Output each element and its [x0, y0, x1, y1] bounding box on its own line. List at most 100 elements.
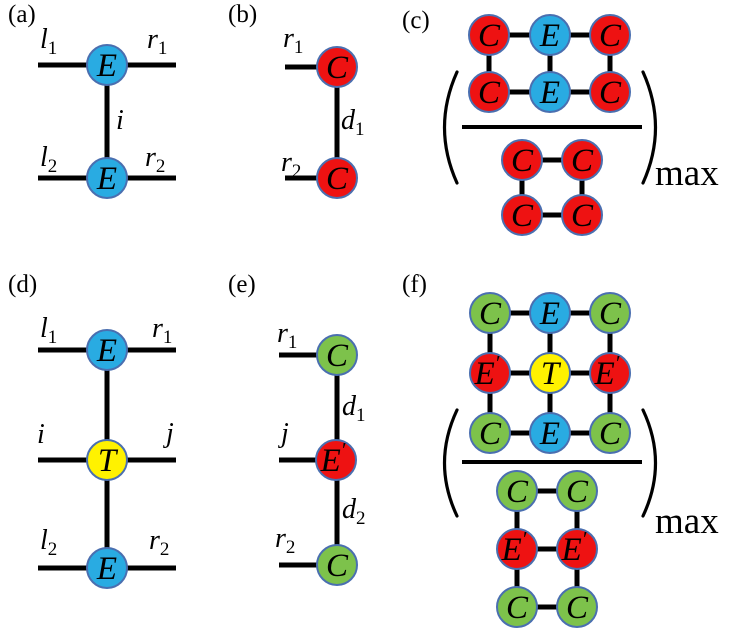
label-subscript: 1 [158, 38, 168, 59]
node-letter: T [541, 356, 562, 392]
node-letter-main: E [320, 443, 341, 479]
node-c-E-num-top [529, 14, 571, 56]
prime-mark: ′ [495, 351, 500, 375]
label-main: r [147, 24, 158, 55]
label-e-d1: d1 [342, 391, 366, 426]
node-letter: E′ [320, 438, 346, 479]
label-main: r [281, 147, 292, 178]
node-f-E-num-bottom [529, 412, 571, 454]
max-subscript: max [655, 501, 719, 542]
node-letter: C [326, 338, 349, 374]
node-letter: C [571, 198, 594, 234]
label-subscript: 1 [163, 327, 173, 348]
panel-b-label: (b) [228, 1, 257, 28]
label-subscript: 2 [356, 508, 366, 529]
node-b-C-bottom [316, 157, 358, 199]
label-d-l2: l2 [40, 525, 57, 560]
node-letter: C [599, 18, 622, 54]
paren-left-icon [443, 408, 459, 518]
node-letter: E′ [501, 527, 527, 568]
node-letter: E′ [594, 351, 620, 392]
node-f-Eprime-den-right [556, 528, 598, 570]
node-letter: E [539, 416, 560, 452]
node-letter: C [478, 75, 501, 111]
label-d-i: i [37, 419, 45, 450]
panel-a-label: (a) [8, 1, 36, 28]
label-e-j: j [278, 418, 289, 449]
label-b-r2: r2 [281, 147, 301, 182]
node-letter: C [506, 474, 529, 510]
node-c-C-den-tl [501, 139, 543, 181]
prime-mark: ′ [341, 438, 346, 462]
panel-e-label: (e) [228, 271, 256, 298]
node-letter: C [479, 416, 502, 452]
label-main: l [40, 142, 48, 173]
node-letter: C [566, 590, 589, 626]
node-f-C-num-tl [469, 292, 511, 334]
label-main: d [342, 391, 357, 422]
prime-mark: ′ [582, 527, 587, 551]
node-f-C-den-tl [496, 470, 538, 512]
node-letter: E [539, 18, 560, 54]
node-letter: C [326, 548, 349, 584]
node-letter: C [478, 18, 501, 54]
node-letter: C [479, 296, 502, 332]
label-subscript: 1 [48, 327, 58, 348]
node-letter: C [511, 198, 534, 234]
label-b-d1: d1 [341, 105, 365, 140]
label-a-l2: l2 [40, 142, 57, 177]
label-a-i: i [116, 105, 124, 136]
label-e-d2: d2 [342, 494, 366, 529]
label-main: l [40, 313, 48, 344]
node-c-C-num-tl [468, 14, 510, 56]
label-main: r [152, 313, 163, 344]
node-e-Eprime-middle [315, 439, 357, 481]
label-d-l1: l1 [40, 313, 57, 348]
panel-d-label: (d) [8, 271, 37, 298]
label-subscript: 2 [292, 161, 302, 182]
label-subscript: 2 [286, 537, 296, 558]
node-e-C-top [316, 334, 358, 376]
label-main: l [40, 525, 48, 556]
node-d-E-bottom [86, 547, 128, 589]
node-f-Eprime-den-left [496, 528, 538, 570]
label-main: j [278, 418, 289, 449]
node-c-C-num-bl [468, 71, 510, 113]
node-f-C-den-bl [496, 586, 538, 628]
label-main: r [277, 318, 288, 349]
label-main: r [283, 23, 294, 54]
label-d-r1: r1 [152, 313, 172, 348]
paren-right-icon [641, 70, 657, 185]
label-main: i [37, 419, 45, 450]
label-d-r2: r2 [149, 525, 169, 560]
node-letter: C [326, 50, 349, 86]
label-e-r1: r1 [277, 318, 297, 353]
node-b-C-top [316, 46, 358, 88]
label-a-r2: r2 [145, 142, 165, 177]
label-main: j [163, 418, 174, 449]
label-e-r2: r2 [275, 523, 295, 558]
prime-mark: ′ [615, 351, 620, 375]
node-a-E-bottom [86, 157, 128, 199]
label-main: l [40, 24, 48, 55]
node-letter: E [96, 161, 117, 197]
node-d-T-middle [86, 439, 128, 481]
node-letter: C [599, 416, 622, 452]
paren-right-icon [641, 408, 657, 518]
node-f-C-den-tr [556, 470, 598, 512]
label-main: r [149, 525, 160, 556]
label-b-r1: r1 [283, 23, 303, 58]
label-main: r [275, 523, 286, 554]
node-letter: E [96, 48, 117, 84]
node-c-C-den-tr [561, 139, 603, 181]
node-letter: E [96, 333, 117, 369]
node-c-C-den-br [561, 194, 603, 236]
paren-left-icon [443, 70, 459, 185]
node-f-Eprime-num-left [469, 352, 511, 394]
